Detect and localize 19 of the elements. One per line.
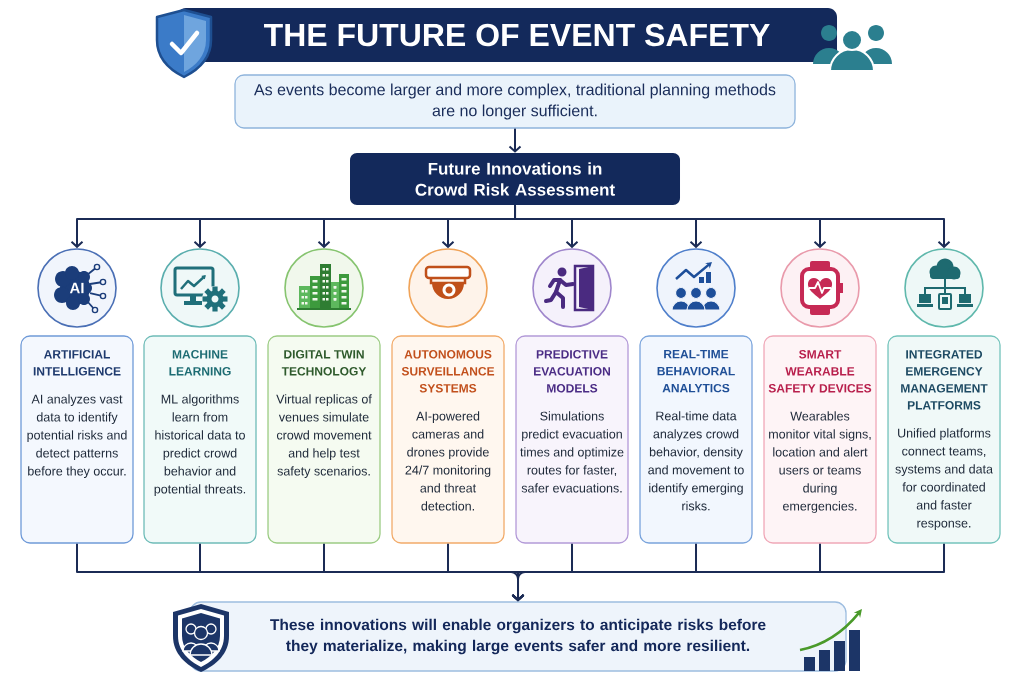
icon-circle (904, 248, 984, 328)
summary-box: These innovations will enable organizers to anticipate risks before they materialize, making large events safer and more resilient. (189, 601, 847, 672)
icon-circle (780, 248, 860, 328)
info-card: PREDICTIVE EVACUATION MODELS Simulations predict evacuation times and optimize routes for faster, safer evacuations. (515, 335, 629, 544)
info-card: INTEGRATED EMERGENCY MANAGEMENT PLATFORMS Unified platforms connect teams, systems and data for coordinated and faster response. (887, 335, 1001, 544)
heading-box: Future Innovations in Crowd Risk Assessment (350, 153, 680, 205)
text-box: As events become larger and more complex, traditional planning methods are no longer sufficient. (234, 74, 796, 129)
info-card: REAL-TIME BEHAVIORAL ANALYTICS Real-time data analyzes crowd behavior, density and movement to identify emerging risks. (639, 335, 753, 544)
icon-circle (284, 248, 364, 328)
info-card: MACHINE LEARNING ML algorithms learn from historical data to predict crowd behavior and potential threats. (143, 335, 257, 544)
info-card: DIGITAL TWIN TECHNOLOGY Virtual replicas of venues simulate crowd movement and help test safety scenarios. (267, 335, 381, 544)
info-card: ARTIFICIAL INTELLIGENCE AI analyzes vast data to identify potential risks and detect patterns before they occur. (20, 335, 134, 544)
icon-circle (656, 248, 736, 328)
info-card: AUTONOMOUS SURVEILLANCE SYSTEMS AI-powered cameras and drones provide 24/7 monitoring and threat detection. (391, 335, 505, 544)
title-banner: THE FUTURE OF EVENT SAFETY (177, 8, 837, 62)
info-card: SMART WEARABLE SAFETY DEVICES Wearables monitor vital signs, location and alert users or teams during emergencies. (763, 335, 877, 544)
icon-circle (532, 248, 612, 328)
icon-circle (408, 248, 488, 328)
icon-circle (160, 248, 240, 328)
